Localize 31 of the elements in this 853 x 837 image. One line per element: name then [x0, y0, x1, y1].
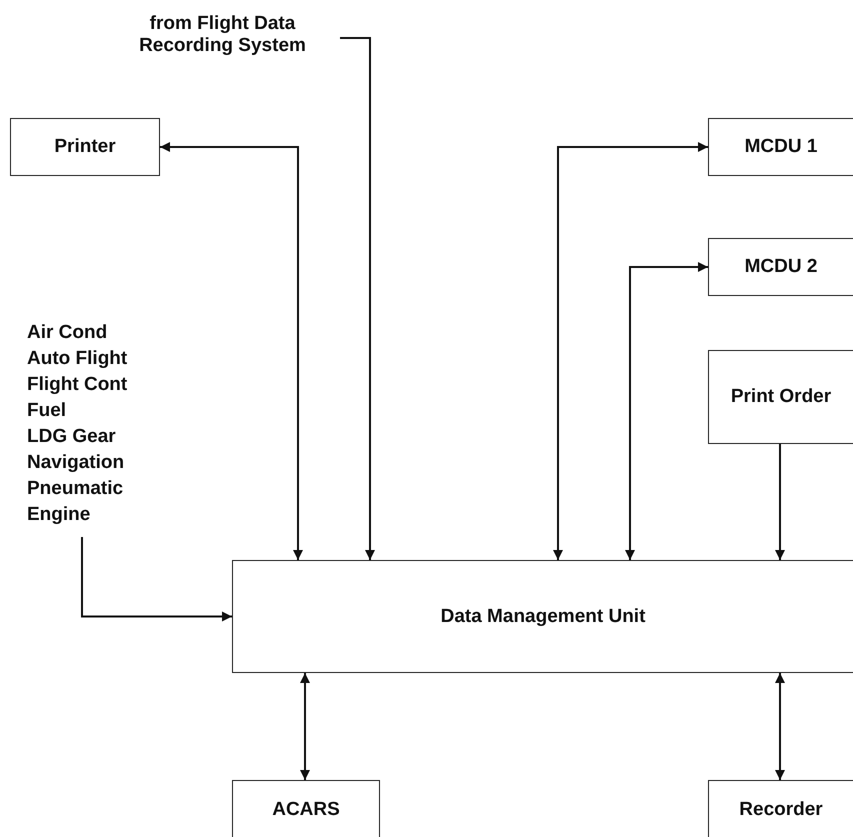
box-label: MCDU 2	[744, 256, 818, 278]
source-label: from Flight Data Recording System	[138, 13, 307, 57]
arrow	[553, 142, 708, 560]
system-name: Fuel	[27, 399, 66, 423]
arrow	[300, 673, 310, 780]
arrow	[340, 37, 375, 560]
system-name: Pneumatic	[27, 477, 124, 501]
system-name: Engine	[27, 503, 90, 527]
system-name: LDG Gear	[27, 425, 116, 449]
system-name: Air Cond	[27, 321, 108, 345]
box-label: Data Management Unit	[440, 606, 646, 628]
mcdu-box	[708, 238, 853, 296]
arrow	[160, 142, 303, 560]
mcdu-box	[708, 118, 853, 176]
print-order-box	[708, 350, 853, 444]
acars-box	[232, 780, 380, 837]
system-name: Navigation	[27, 451, 124, 475]
data-management-unit-box	[232, 560, 853, 673]
box-label: Recorder	[739, 799, 823, 821]
recorder-box	[708, 780, 853, 837]
arrow	[775, 673, 785, 780]
arrow	[81, 537, 232, 622]
box-label: Print Order	[730, 386, 832, 408]
box-label: Printer	[54, 136, 116, 158]
box-label: MCDU 1	[744, 136, 818, 158]
arrow	[625, 262, 708, 560]
system-name: Auto Flight	[27, 347, 128, 371]
system-name: Flight Cont	[27, 373, 128, 397]
arrow	[775, 444, 785, 560]
printer-box	[10, 118, 160, 176]
box-label: ACARS	[272, 799, 340, 821]
